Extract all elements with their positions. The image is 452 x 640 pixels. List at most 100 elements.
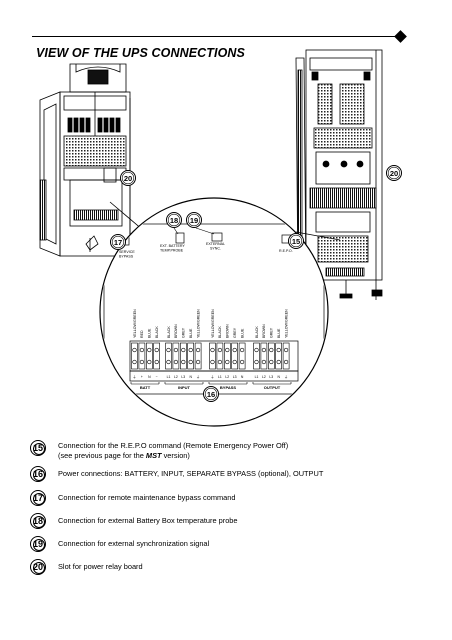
callout-19: 19 (186, 212, 202, 228)
terminal-screw (210, 347, 215, 353)
terminal-label: ⏚ (133, 374, 136, 379)
legend-20-text: Slot for power relay board (58, 562, 143, 571)
terminal-screw (139, 359, 144, 365)
terminal-screw (269, 359, 274, 365)
terminal-blocks (131, 342, 290, 370)
callout-badge-20: 20 (30, 559, 46, 575)
legend-17-text: Connection for remote maintenance bypass… (58, 493, 236, 502)
terminal-screw (166, 347, 171, 353)
terminal-label: ⏚ (196, 374, 199, 379)
wire-color-label: BLACK (155, 326, 159, 338)
terminal-screw (261, 347, 267, 353)
callout-badge-18: 18 (30, 513, 46, 529)
terminal-screw (181, 347, 186, 353)
wire-color-label: BLUE (240, 328, 244, 338)
wire-color-label: BLUE (277, 328, 281, 338)
terminal-screw (276, 347, 281, 353)
svg-text:18: 18 (170, 216, 178, 225)
callout-badge-16: 16 (30, 466, 46, 482)
terminal-label: ⏚ (211, 374, 214, 379)
terminal-block (260, 342, 268, 370)
wire-color-label: BROWN (262, 324, 266, 338)
terminal-screw (225, 347, 230, 353)
svg-text:17: 17 (114, 238, 122, 247)
terminal-screw (132, 347, 137, 353)
right-ups-cabinet (295, 49, 383, 300)
terminal-label: L1 (255, 375, 259, 379)
terminal-screw (276, 359, 281, 365)
wire-color-label: BLACK (255, 326, 259, 338)
wire-color-label: RED (140, 330, 144, 338)
terminal-screw (154, 359, 159, 365)
terminal-block (267, 342, 275, 370)
terminal-label: L2 (174, 375, 178, 379)
terminal-label: L1 (218, 375, 222, 379)
terminal-board-zoom: SERVICE BYPASS EXT. BATTERY TEMP.PROBE E… (99, 197, 329, 427)
terminal-block (146, 342, 153, 370)
terminal-label: L3 (269, 375, 273, 379)
terminal-block (131, 342, 138, 370)
terminal-screw (269, 347, 274, 353)
terminal-screw (181, 359, 186, 365)
terminal-block (172, 342, 180, 370)
terminal-screw (147, 359, 152, 365)
wire-color-label: YELLOW/GREEN (133, 309, 137, 338)
wire-color-label: YELLOW/GREEN (211, 309, 215, 338)
terminal-block (253, 342, 260, 370)
terminal-screw (254, 359, 259, 365)
terminal-block (231, 342, 238, 370)
external-sync-label-2: SYNC. (210, 247, 221, 251)
left-ups-cabinet (39, 63, 131, 257)
wire-color-label: BROWN (174, 324, 178, 338)
callout-20-left: 20 (120, 170, 136, 186)
callout-badge-19: 19 (30, 536, 46, 552)
callout-badge-15: 15 (30, 440, 46, 456)
terminal-screw (284, 347, 289, 353)
terminal-screw (232, 359, 237, 365)
svg-text:15: 15 (292, 237, 300, 246)
legend-15-line1: Connection for the R.E.P.O command (Remo… (58, 441, 289, 450)
terminal-label: L2 (262, 375, 266, 379)
terminal-block (138, 342, 146, 370)
ext-battery-label-2: TEMP.PROBE (160, 249, 184, 253)
repo-label: R.E.P.O. (279, 249, 293, 253)
wire-color-label: BLUE (189, 328, 193, 338)
wire-color-label: GREY (270, 327, 274, 338)
callout-20-right: 20 (386, 165, 402, 181)
legend-16-text: Power connections: BATTERY, INPUT, SEPAR… (58, 469, 324, 478)
terminal-screw (240, 359, 245, 365)
terminal-block (238, 342, 246, 370)
terminal-block (165, 342, 172, 370)
terminal-block (153, 342, 160, 370)
page-title: VIEW OF THE UPS CONNECTIONS (36, 46, 245, 60)
svg-text:20: 20 (390, 169, 398, 178)
svg-text:19: 19 (190, 216, 198, 225)
terminal-label: N (241, 375, 244, 379)
terminal-screw (147, 347, 152, 353)
callout-18: 18 (166, 212, 182, 228)
callout-badge-17: 17 (30, 490, 46, 506)
terminal-label: L3 (233, 375, 237, 379)
terminal-label: N (148, 375, 151, 379)
terminal-screw (254, 347, 259, 353)
legend-19-text: Connection for external synchronization … (58, 539, 210, 548)
svg-text:16: 16 (207, 390, 215, 399)
terminal-label: + (141, 375, 143, 379)
service-bypass-label-1: SERVICE (119, 250, 135, 254)
wire-color-label: BLACK (218, 326, 222, 338)
wire-color-label: BLUE (148, 328, 152, 338)
terminal-screw (196, 347, 201, 353)
terminal-screw (232, 347, 237, 353)
wire-color-label: YELLOW/GREEN (284, 309, 288, 338)
legend-18-text: Connection for external Battery Box temp… (58, 516, 238, 525)
terminal-screw (261, 359, 267, 365)
callout-16: 16 (203, 386, 219, 402)
terminal-screw (196, 359, 201, 365)
service-bypass-label-2: BYPASS (119, 255, 134, 259)
terminal-block (216, 342, 224, 370)
group-brackets (130, 382, 292, 385)
zoom-line-right (295, 231, 341, 241)
svg-text:20: 20 (124, 174, 132, 183)
